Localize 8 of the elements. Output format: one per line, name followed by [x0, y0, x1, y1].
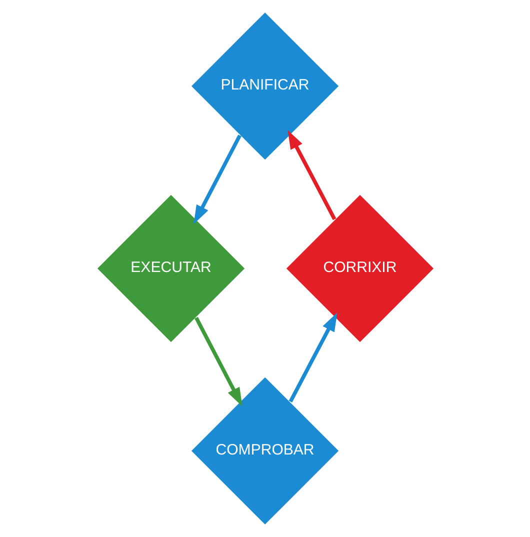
node-diamond: COMPROBAR [190, 376, 340, 526]
arrow [287, 130, 336, 220]
node-diamond: CORRIXIR [284, 194, 434, 344]
node-diamond: EXECUTAR [96, 194, 246, 344]
arrow [288, 312, 337, 402]
node-diamond: PLANIFICAR [190, 11, 340, 162]
arrow [194, 316, 242, 406]
arrow [193, 134, 241, 224]
